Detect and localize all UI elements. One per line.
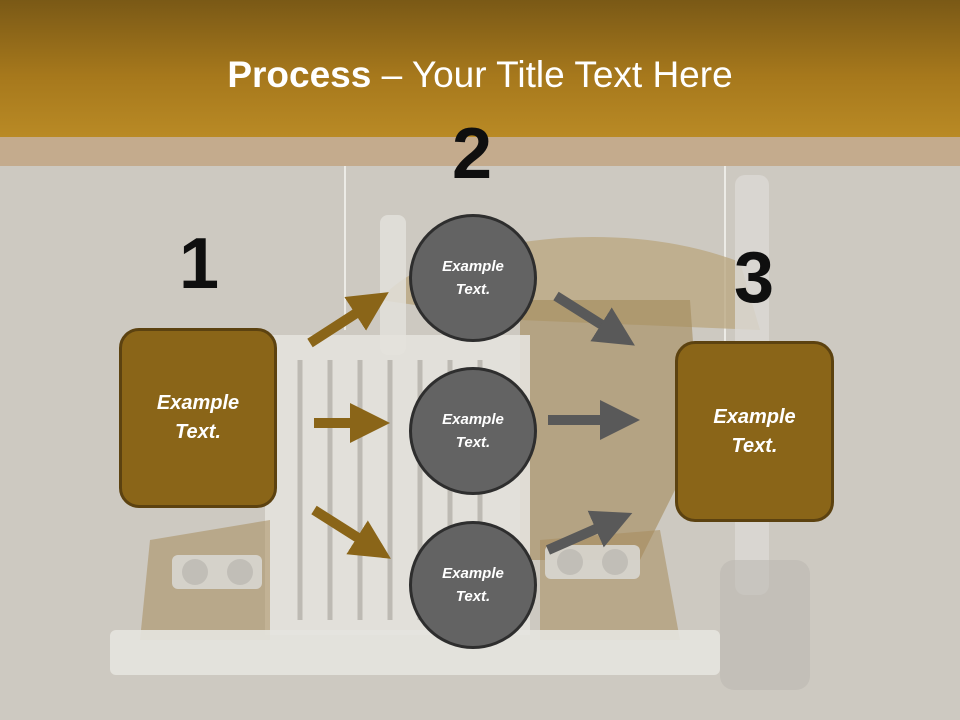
step-number-1: 1 (178, 224, 220, 304)
left-box-text: Example Text. (156, 392, 240, 443)
arrow-right-up (545, 510, 633, 555)
right-text-box: Example Text. (675, 341, 834, 522)
circle-bottom-text: Example Text. (442, 565, 504, 605)
circle-middle-text: Example Text. (442, 411, 504, 451)
circle-top-text: Example Text. (442, 258, 504, 298)
arrow-left-down (311, 505, 391, 559)
left-text-box: Example Text. (119, 328, 277, 508)
slide-title: Process – Your Title Text Here (0, 52, 960, 98)
arrow-right-down (553, 291, 635, 346)
circle-bottom: Example Text. (409, 521, 537, 649)
circle-top: Example Text. (409, 214, 537, 342)
title-rest: – Your Title Text Here (371, 54, 733, 95)
circle-middle: Example Text. (409, 367, 537, 495)
title-bar (0, 0, 960, 137)
right-box-text: Example Text. (713, 405, 796, 457)
step-number-3: 3 (733, 238, 775, 318)
title-bold: Process (227, 54, 372, 95)
step-number-2: 2 (451, 114, 493, 194)
arrow-left-up (307, 292, 389, 348)
title-underline-band (0, 137, 960, 166)
